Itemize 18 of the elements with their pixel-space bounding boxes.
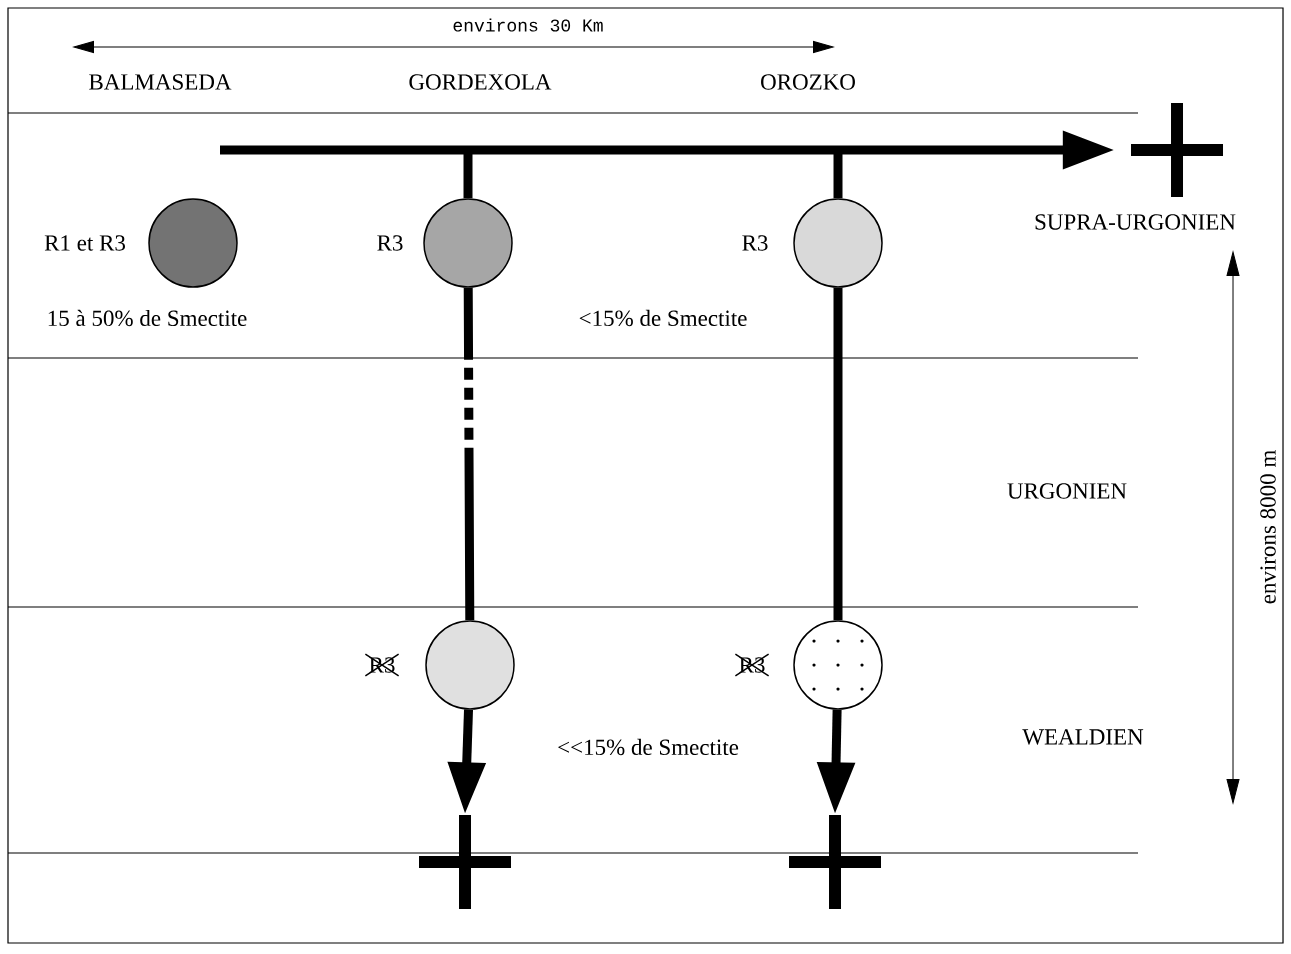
- label: <15% de Smectite: [579, 309, 747, 327]
- dimension-label: environs 30 Km: [453, 18, 603, 32]
- label: WEALDIEN: [1022, 729, 1144, 745]
- label: GORDEXOLA: [409, 74, 552, 90]
- dimension-label: environs 8000 m: [1260, 450, 1276, 604]
- label: URGONIEN: [1007, 483, 1127, 499]
- label: 15 à 50% de Smectite: [48, 309, 247, 327]
- cross-symbol: [789, 815, 881, 909]
- label: OROZKO: [761, 74, 855, 90]
- cross-symbol: [419, 815, 511, 909]
- circle-label: R3: [377, 235, 403, 251]
- connector-line: [833, 287, 843, 621]
- circle-label: R1 et R3: [44, 235, 125, 251]
- label: BALMASEDA: [89, 74, 232, 90]
- circle-label: R3: [742, 235, 768, 251]
- label: <<15% de Smectite: [558, 738, 739, 756]
- cross-symbol: [1131, 103, 1223, 197]
- connector-line: [463, 287, 475, 621]
